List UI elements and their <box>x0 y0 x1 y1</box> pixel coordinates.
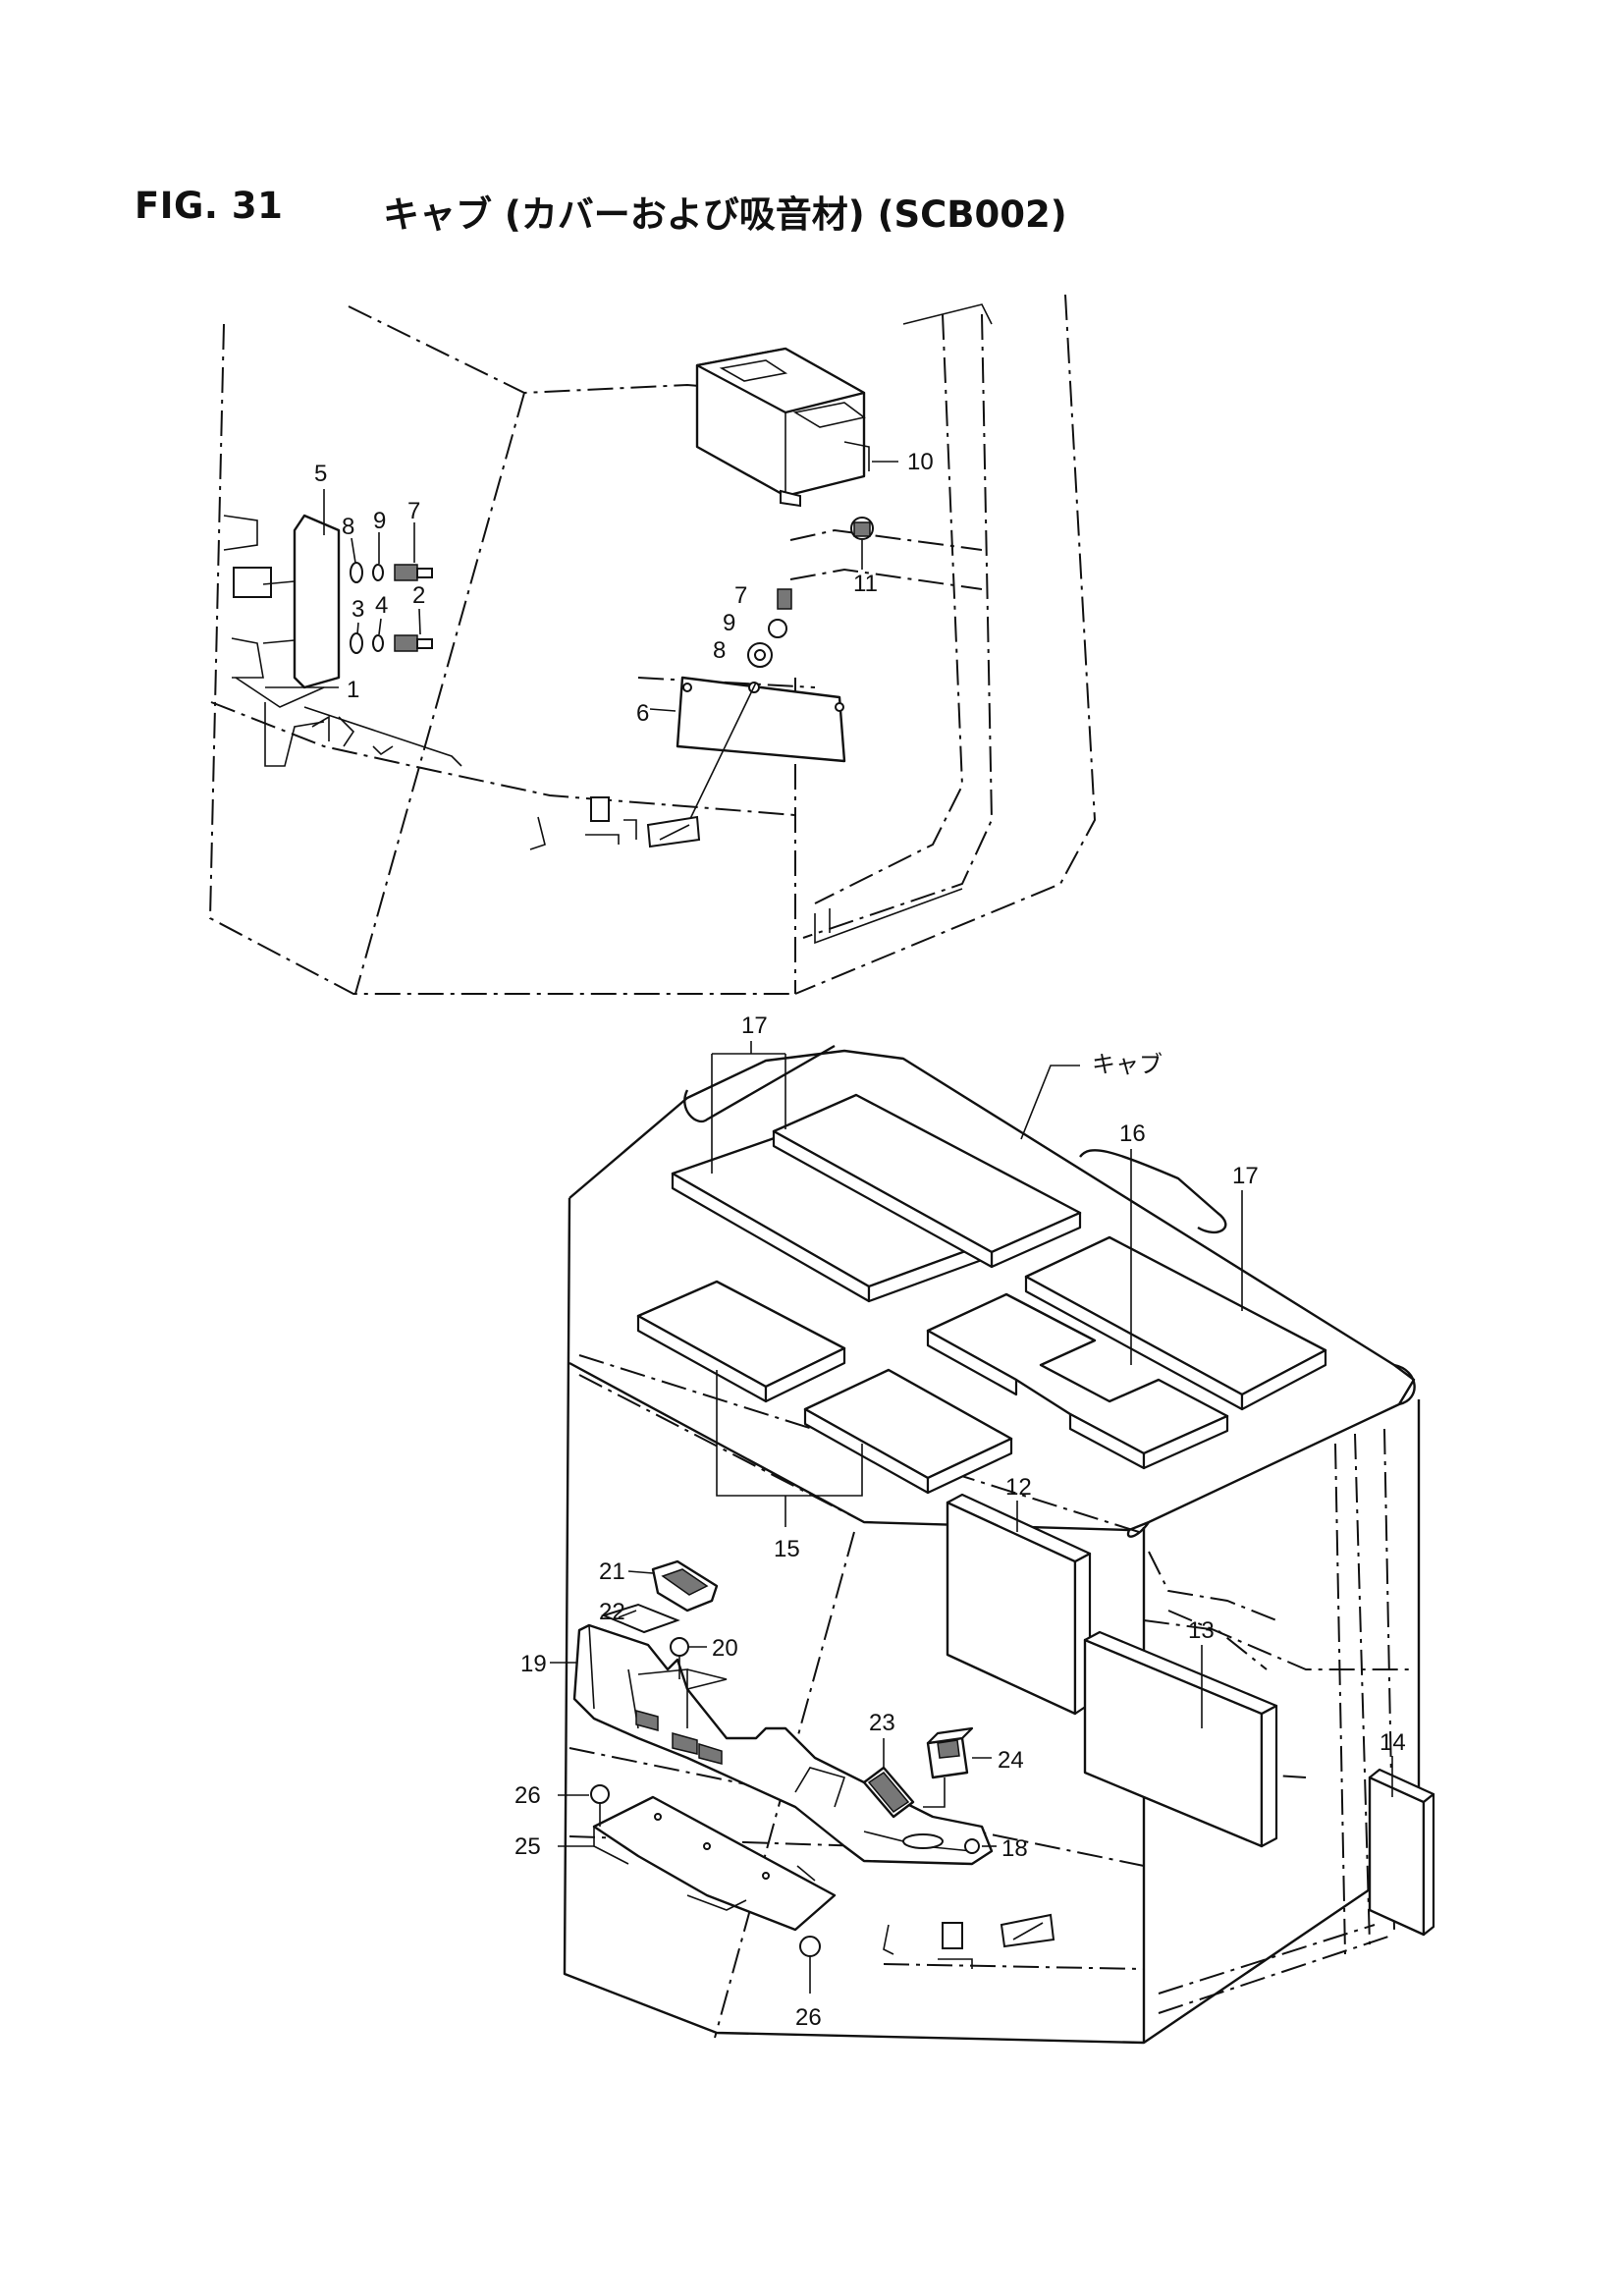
callout-2: 2 <box>412 582 425 609</box>
callout-26: 26 <box>514 1782 541 1809</box>
callout-19: 19 <box>520 1651 547 1677</box>
callout-25: 25 <box>514 1833 541 1860</box>
callout-15: 15 <box>774 1536 800 1562</box>
callout-7: 7 <box>407 498 420 524</box>
callout-9: 9 <box>373 508 386 534</box>
top-callouts: 5 8 9 7 3 4 2 1 6 7 9 8 10 11 <box>314 449 934 727</box>
callout-12: 12 <box>1005 1474 1032 1501</box>
callout-5: 5 <box>314 461 327 487</box>
callout-21: 21 <box>599 1558 625 1585</box>
callout-6: 6 <box>636 700 649 727</box>
callout-7b: 7 <box>734 582 747 609</box>
callout-14: 14 <box>1380 1729 1406 1756</box>
callout-16: 16 <box>1119 1121 1146 1147</box>
callout-11: 11 <box>853 571 878 597</box>
callout-9b: 9 <box>723 610 735 636</box>
callout-22: 22 <box>599 1599 625 1625</box>
callout-3: 3 <box>352 596 364 623</box>
callout-1: 1 <box>347 677 359 703</box>
figure-number: FIG. 31 <box>135 185 284 227</box>
callout-24: 24 <box>998 1747 1024 1774</box>
callout-17: 17 <box>741 1012 768 1039</box>
callout-18: 18 <box>1001 1835 1028 1862</box>
callout-17b: 17 <box>1232 1163 1259 1189</box>
callout-20: 20 <box>712 1635 738 1662</box>
callout-cab: キャブ <box>1092 1052 1163 1078</box>
callout-4: 4 <box>375 592 388 619</box>
callout-23: 23 <box>869 1710 895 1736</box>
callout-8: 8 <box>342 514 354 540</box>
callout-26b: 26 <box>795 2004 822 2031</box>
cab-front-corner-view <box>208 294 1097 995</box>
cab-interior-view <box>550 1044 1435 2045</box>
callout-8b: 8 <box>713 637 726 664</box>
bottom-callouts: 17 キャブ 16 17 12 15 13 14 21 22 20 19 23 … <box>514 1012 1406 2031</box>
figure-title: キャブ (カバーおよび吸音材) (SCB002) <box>383 193 1067 236</box>
callout-13: 13 <box>1188 1617 1215 1644</box>
callout-10: 10 <box>907 449 934 475</box>
